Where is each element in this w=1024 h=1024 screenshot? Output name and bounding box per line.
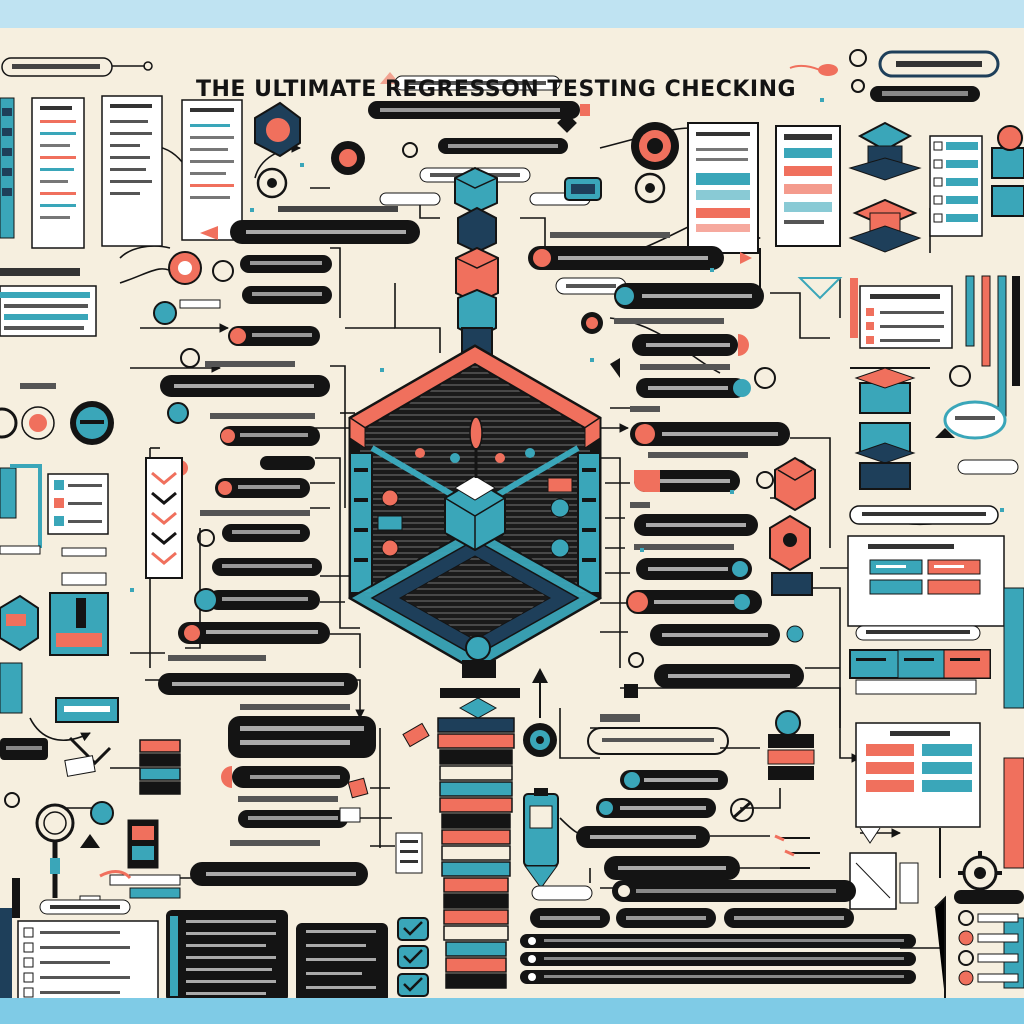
bottom-right-table	[520, 880, 1024, 986]
hexagon-icon	[254, 101, 418, 199]
right-cards	[847, 505, 1024, 989]
right-lower-icons	[576, 710, 1002, 998]
top-pill-row	[368, 75, 591, 206]
pencil-icon	[965, 275, 1020, 417]
right-column-panels	[769, 121, 1024, 596]
poster-title: THE ULTIMATE REGRESSON TESTING CHECKING	[196, 77, 797, 102]
left-checklist-pills	[151, 206, 420, 695]
decorative-marks	[130, 98, 1004, 592]
footer-strip	[0, 998, 1024, 1024]
magnifier-icon	[35, 803, 75, 898]
left-bottom-icons	[0, 592, 181, 918]
target-icon	[523, 668, 559, 889]
clipboard-icons	[397, 917, 429, 997]
right-top-icons	[564, 122, 843, 300]
bottom-left-lists	[0, 832, 429, 998]
far-left-panels	[0, 268, 114, 586]
gear-icon	[958, 851, 1002, 895]
central-hub	[347, 166, 603, 698]
chevron-strip-icon	[145, 457, 183, 579]
header-elements	[1, 49, 1000, 102]
poster: THE ULTIMATE REGRESSON TESTING CHECKING	[0, 28, 1024, 998]
stack-icon	[437, 697, 515, 989]
left-connectors	[29, 143, 546, 879]
regression-diagram	[0, 49, 1024, 998]
database-icon	[139, 739, 181, 795]
left-top-panels	[0, 95, 243, 249]
checklist-icon	[23, 927, 130, 998]
lower-left-pills	[190, 704, 430, 886]
